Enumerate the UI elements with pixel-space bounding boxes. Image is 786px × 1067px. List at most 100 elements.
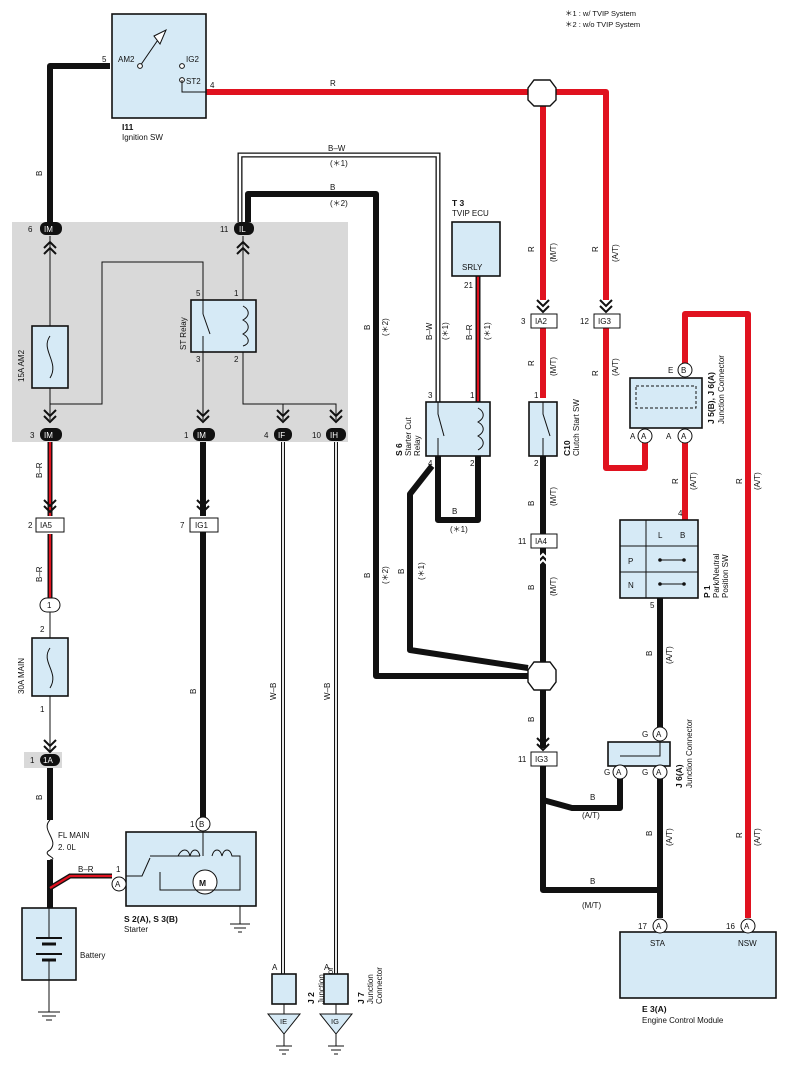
wire-label: B–W (328, 144, 346, 153)
fl-main-link (46, 819, 54, 861)
connector-4-if-pin: 4 (264, 431, 269, 440)
fl-main-label: FL MAIN (58, 831, 89, 840)
wire-label: R (735, 832, 744, 838)
junction-j2 (271, 973, 297, 1005)
pn-dot-2 (682, 558, 686, 562)
st-relay-pin5: 5 (196, 289, 201, 298)
wire-label: B–W (425, 322, 434, 340)
tvip-ecu-code: T 3 (452, 198, 465, 208)
chevron-down-icon (536, 299, 550, 314)
junction-j5-pin-a-num: A (630, 432, 636, 441)
wire-label: B (35, 171, 44, 176)
wire-label: (＊1) (441, 322, 450, 340)
starter-motor (125, 831, 257, 907)
wire-label: B (452, 507, 457, 516)
connector-3-im-pin: 3 (30, 431, 35, 440)
junction-j2-name1: Junction (317, 974, 326, 1004)
pn-dot-1 (658, 558, 662, 562)
junction-j5-code: J 5(B), J 6(A) (706, 372, 716, 424)
chevron-down-icon (599, 299, 613, 314)
fuse-30a-pin2: 2 (40, 625, 45, 634)
fuse-15a-element (46, 335, 54, 379)
fuse-30a-element (46, 647, 54, 689)
ground-icon (230, 906, 250, 933)
wire-label: R (527, 246, 536, 252)
ignition-pin5: 5 (102, 55, 107, 64)
ignition-pivot (137, 63, 143, 69)
wire-label: B (363, 573, 372, 578)
junction-j6-pin-left-label: A (616, 768, 622, 777)
note-2: ＊2 : w/o TVIP System (565, 20, 640, 29)
junction-j7 (323, 973, 349, 1005)
junction-j6-pin-top-label: A (656, 730, 662, 739)
ecm-name: Engine Control Module (642, 1016, 724, 1025)
chevron-down-icon (196, 499, 210, 514)
ignition-switch-blade (153, 28, 167, 45)
engine-control-module (619, 931, 777, 999)
junction-j5-pin-b-label: B (681, 366, 686, 375)
clutch-pin1: 1 (534, 391, 539, 400)
connector-10-ih-label: IH (330, 431, 338, 440)
wire-b-mt-sta (540, 800, 663, 918)
junction-j6-inner (620, 742, 661, 757)
chevron-down-icon (329, 409, 343, 424)
ground-ie-lines (276, 1004, 292, 1055)
wire-label: (A/T) (582, 811, 600, 820)
junction-j5-pin-a2-num: A (666, 432, 672, 441)
connector-1-round-label: 1 (47, 601, 52, 610)
wire-label: (M/T) (549, 243, 558, 262)
connector-1a-label: 1A (43, 756, 53, 765)
wire-thin-relay-feed (50, 261, 204, 405)
starter-cut-relay (425, 401, 491, 457)
wire-label: B (527, 585, 536, 590)
junction-j6-g2: G (604, 768, 610, 777)
junction-j5-pin-a2-label: A (681, 432, 687, 441)
wire-label: (＊2) (381, 318, 390, 336)
pn-l: L (658, 531, 663, 540)
connector-ig3-low-pin: 11 (518, 755, 527, 764)
starter-cut-pin3: 3 (428, 391, 433, 400)
connector-ia2-label: IA2 (535, 317, 548, 326)
wire-label: (A/T) (665, 828, 674, 846)
connector-ig3-top-label: IG3 (598, 317, 611, 326)
wire-label: (＊2) (330, 199, 348, 208)
wire-label: R (735, 478, 744, 484)
connector-ig3-top: IG3 12 (580, 313, 621, 329)
starter-pin-b: B 1 (190, 816, 211, 832)
connector-3-im: IM 3 (30, 428, 62, 441)
wire-b-star1 (407, 464, 529, 671)
junction-j6-g1: G (642, 730, 648, 739)
connector-1a: 1A 1 (30, 754, 60, 766)
connector-1-round: 1 (39, 597, 61, 613)
wire-r-at-junc (603, 328, 648, 471)
pn-n: N (628, 581, 634, 590)
connector-6-im-pin: 6 (28, 225, 33, 234)
junction-j5-inner (635, 385, 697, 409)
pn-b: B (680, 531, 685, 540)
junction-j5-pin-a1: A A (630, 428, 653, 444)
chevron-down-icon (43, 499, 57, 514)
junction-j5-name: Junction Connector (717, 355, 726, 424)
junction-j5-pin-a1-label: A (641, 432, 647, 441)
pn-name1: Park/Neutral (712, 553, 721, 598)
starter-cut-pin1: 1 (470, 391, 475, 400)
junction-j5-pin-b: B E (668, 362, 693, 378)
junction-j7-code: J 7 (356, 992, 366, 1004)
connector-11-il: IL 11 (220, 222, 254, 235)
ignition-am2-label: AM2 (118, 55, 135, 64)
junction-j7-name1: Junction (366, 974, 375, 1004)
st-relay-pin3: 3 (196, 355, 201, 364)
ground-ig-label: IG (331, 1017, 339, 1026)
splice-top (527, 79, 557, 107)
wire-label: (M/T) (549, 357, 558, 376)
junction-j6-pin-g-right: A G (642, 764, 668, 780)
connector-ia2: IA2 3 (521, 313, 558, 329)
junction-j2-pin: A (272, 963, 278, 972)
ecm-pin16: 16 (726, 922, 735, 931)
ground-ie-label: IE (280, 1017, 287, 1026)
fuse-30a-label: 30A MAIN (17, 658, 26, 694)
chevron-down-icon (196, 409, 210, 424)
starter-cut-pin4: 4 (428, 459, 433, 468)
wire-label: B (590, 877, 595, 886)
fuse-15a-label: 15A AM2 (17, 349, 26, 382)
